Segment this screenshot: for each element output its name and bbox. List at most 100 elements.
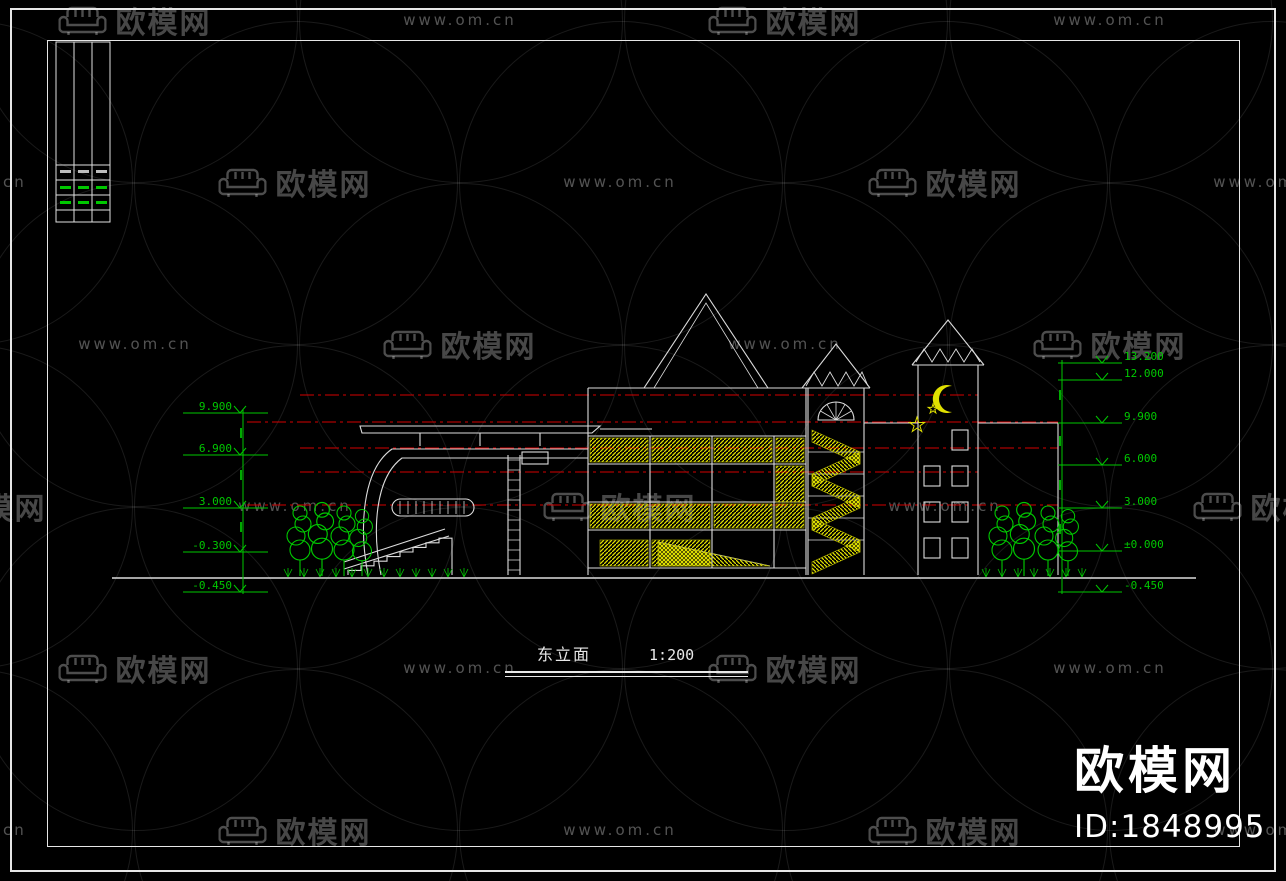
title-block <box>55 41 111 223</box>
grass-tick <box>443 568 453 578</box>
watermark-brand-text: 欧模网 <box>1250 492 1286 527</box>
watermark-url: www.om.cn <box>238 497 352 515</box>
watermark-brand-text: 欧模网 <box>115 654 212 689</box>
watermark-logo: 欧模网 <box>708 0 862 42</box>
level-triangle-icon <box>1095 355 1109 364</box>
grass-tick <box>283 568 293 578</box>
sofa-icon <box>868 168 917 197</box>
watermark-url: www.om.cn <box>888 497 1002 515</box>
watermark-logo: 欧模网 <box>1193 484 1286 528</box>
level-triangle-icon <box>1095 543 1109 552</box>
watermark-logo: 欧模网 <box>868 808 1022 852</box>
grass-tick <box>1029 568 1039 578</box>
level-value: 3.000 <box>1124 495 1157 508</box>
level-triangle-icon <box>233 447 247 456</box>
watermark-brand-text: 欧模网 <box>440 330 537 365</box>
grass-tick <box>459 568 469 578</box>
sofa-icon <box>868 816 917 845</box>
watermark-logo: 欧模网 <box>1033 322 1187 366</box>
level-triangle-icon <box>1095 584 1109 593</box>
level-value: 6.900 <box>199 442 232 455</box>
sofa-icon <box>1193 492 1242 521</box>
watermark-badge: 欧模网 ID:1848995 <box>1074 742 1266 846</box>
level-value: 6.000 <box>1124 452 1157 465</box>
watermark-logo: 欧模网 <box>383 322 537 366</box>
level-value: -0.450 <box>1124 579 1164 592</box>
sofa-icon <box>383 330 432 359</box>
watermark-url: www.om.cn <box>1213 821 1286 839</box>
level-triangle-icon <box>1095 500 1109 509</box>
watermark-url: www.om.cn <box>563 173 677 191</box>
watermark-url: www.om.cn <box>78 335 192 353</box>
caption-underline <box>505 671 748 673</box>
grass-tick <box>1013 568 1023 578</box>
watermark-logo: 欧模网 <box>868 160 1022 204</box>
watermark-brand-text: 欧模网 <box>925 168 1022 203</box>
crescent-moon-icon <box>932 385 952 413</box>
grass-symbols <box>283 568 1087 578</box>
sofa-icon <box>1033 330 1082 359</box>
grass-tick <box>395 568 405 578</box>
level-value: ±0.000 <box>1124 538 1164 551</box>
watermark-url: www.om.cn <box>728 335 842 353</box>
level-value: 3.000 <box>199 495 232 508</box>
main-spire <box>643 293 769 389</box>
grass-tick <box>315 568 325 578</box>
moon-stars-decoration <box>907 385 952 433</box>
grass-tick <box>331 568 341 578</box>
grass-tick <box>427 568 437 578</box>
level-value: -0.300 <box>192 539 232 552</box>
building-outline <box>112 293 1196 579</box>
watermark-logo: 欧模网 <box>708 646 862 690</box>
grass-tick <box>1077 568 1087 578</box>
watermark-brand-text: 欧模网 <box>275 168 372 203</box>
level-triangle-icon <box>1095 415 1109 424</box>
level-value: 13.200 <box>1124 350 1164 363</box>
watermark-logo: 欧模网 <box>218 160 372 204</box>
watermark-brand-text: 欧模网 <box>1090 330 1187 365</box>
right-tower <box>864 319 1059 575</box>
watermark-url: www.om.cn <box>1053 659 1167 677</box>
stair-flight <box>811 539 861 575</box>
level-value: 9.900 <box>199 400 232 413</box>
watermark-brand-text: 欧模网 <box>765 6 862 41</box>
watermark-url: www.om.cn <box>403 659 517 677</box>
level-value: 12.000 <box>1124 367 1164 380</box>
grass-tick <box>363 568 373 578</box>
level-triangle-icon <box>1095 457 1109 466</box>
trees-left <box>286 501 373 577</box>
watermark-url: www.om.cn <box>403 11 517 29</box>
center-building <box>587 293 807 575</box>
grass-tick <box>981 568 991 578</box>
star-icon <box>907 415 927 433</box>
watermark-logo: 欧模网 <box>0 484 47 528</box>
level-triangle-icon <box>1095 372 1109 381</box>
trees-right <box>988 501 1079 577</box>
inner-border <box>47 40 1240 847</box>
watermark-brand-text: 欧模网 <box>765 654 862 689</box>
tower-spire <box>801 343 871 389</box>
watermark-brand-text: 欧模网 <box>115 6 212 41</box>
level-markers-right: 13.200 12.000 9.900 6.000 3.000 ±0.000 -0.450 <box>1058 350 1164 593</box>
drawing-title: 东立面 <box>537 645 592 664</box>
sofa-icon <box>218 816 267 845</box>
caption-underline-thin <box>505 676 748 677</box>
grass-tick <box>379 568 389 578</box>
sofa-icon <box>218 168 267 197</box>
drawing-caption: 东立面 1:200 <box>505 641 748 677</box>
grass-tick <box>299 568 309 578</box>
sofa-icon <box>58 654 107 683</box>
watermark-logo: 欧模网 <box>58 646 212 690</box>
level-triangle-icon <box>233 500 247 509</box>
level-value: 9.900 <box>1124 410 1157 423</box>
stairs <box>347 537 453 575</box>
level-triangle-icon <box>233 405 247 414</box>
watermark-brand-text: 欧模网 <box>925 816 1022 851</box>
left-building <box>343 425 652 576</box>
watermark-brand-text: 欧模网 <box>0 492 47 527</box>
grass-tick <box>411 568 421 578</box>
level-triangle-icon <box>233 544 247 553</box>
grass-tick <box>1045 568 1055 578</box>
brand-logo-text: 欧模网 <box>1074 742 1236 800</box>
